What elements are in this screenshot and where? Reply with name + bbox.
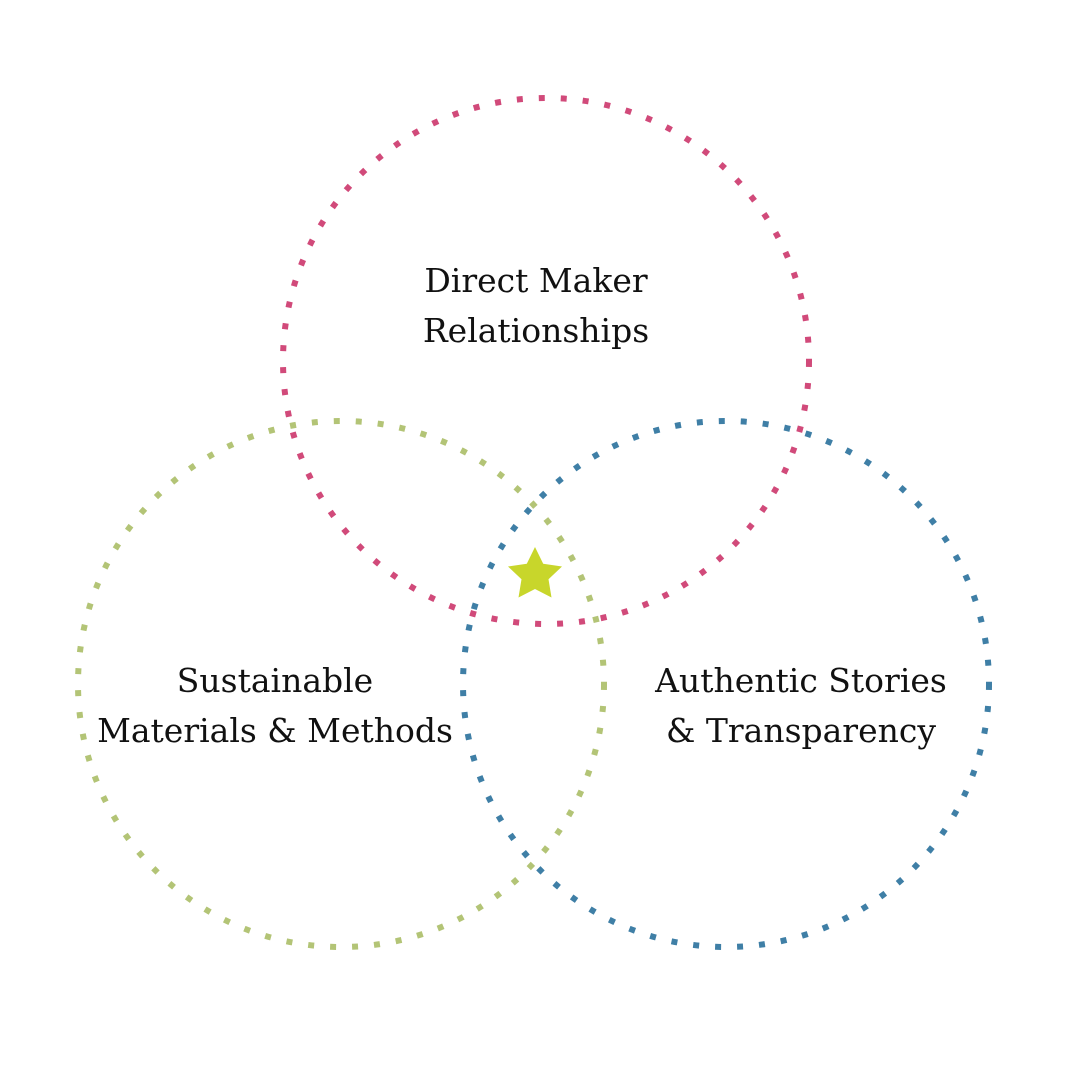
circle-authentic	[460, 418, 992, 950]
label-sustainable-line-1: Sustainable	[176, 661, 374, 700]
star-icon	[508, 547, 562, 598]
label-sustainable-line-2: Materials & Methods	[97, 711, 453, 750]
label-authentic-line-1: Authentic Stories	[655, 661, 947, 700]
label-authentic-line-2: & Transparency	[666, 711, 936, 750]
label-direct-maker: Direct Maker Relationships	[326, 256, 746, 356]
label-direct-maker-line-2: Relationships	[422, 311, 650, 350]
label-direct-maker-line-1: Direct Maker	[424, 261, 648, 300]
circle-sustainable	[75, 418, 607, 950]
circle-direct-maker	[280, 95, 812, 627]
label-authentic: Authentic Stories & Transparency	[591, 656, 1011, 756]
label-sustainable: Sustainable Materials & Methods	[65, 656, 485, 756]
